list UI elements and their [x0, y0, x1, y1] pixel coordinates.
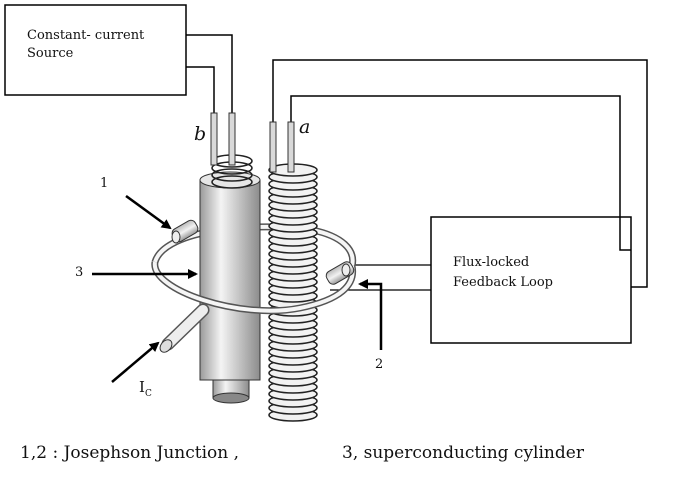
arrow-2: [358, 279, 383, 350]
leads-b: [210, 112, 236, 166]
solenoid-coil: [268, 163, 318, 422]
label-b: b: [194, 123, 207, 145]
source-wires: [186, 34, 233, 115]
leads-a: [269, 121, 295, 173]
label-2: 2: [375, 357, 384, 372]
feedback-box-label: Flux-locked Feedback Loop: [453, 253, 553, 293]
feedback-loop-box: [430, 216, 632, 344]
source-box-label: Constant- current Source: [27, 27, 144, 63]
label-ic: IC: [139, 378, 152, 399]
feedback-box-line1: Flux-locked: [453, 255, 530, 270]
label-3: 3: [75, 265, 84, 280]
source-box-line1: Constant- current: [27, 28, 145, 43]
superconducting-cylinder: [199, 171, 261, 404]
arrow-ic: [111, 341, 160, 383]
constant-current-source-box: [4, 4, 187, 96]
josephson-junction-2: [325, 261, 355, 285]
current-lead-tube: [159, 303, 210, 353]
caption-junctions: 1,2 : Josephson Junction ,: [20, 443, 240, 463]
josephson-junction-1: [171, 219, 199, 244]
label-ic-main: I: [139, 378, 145, 396]
caption-cylinder: 3, superconducting cylinder: [342, 443, 584, 463]
source-box-line2: Source: [27, 46, 74, 61]
feedback-wires: [272, 59, 648, 288]
feedback-box-line2: Feedback Loop: [453, 275, 553, 290]
arrow-1: [125, 194, 172, 230]
label-a: a: [299, 116, 311, 138]
label-ic-sub: C: [144, 389, 152, 399]
label-1: 1: [100, 176, 109, 191]
pointer-arrows: [92, 194, 383, 383]
